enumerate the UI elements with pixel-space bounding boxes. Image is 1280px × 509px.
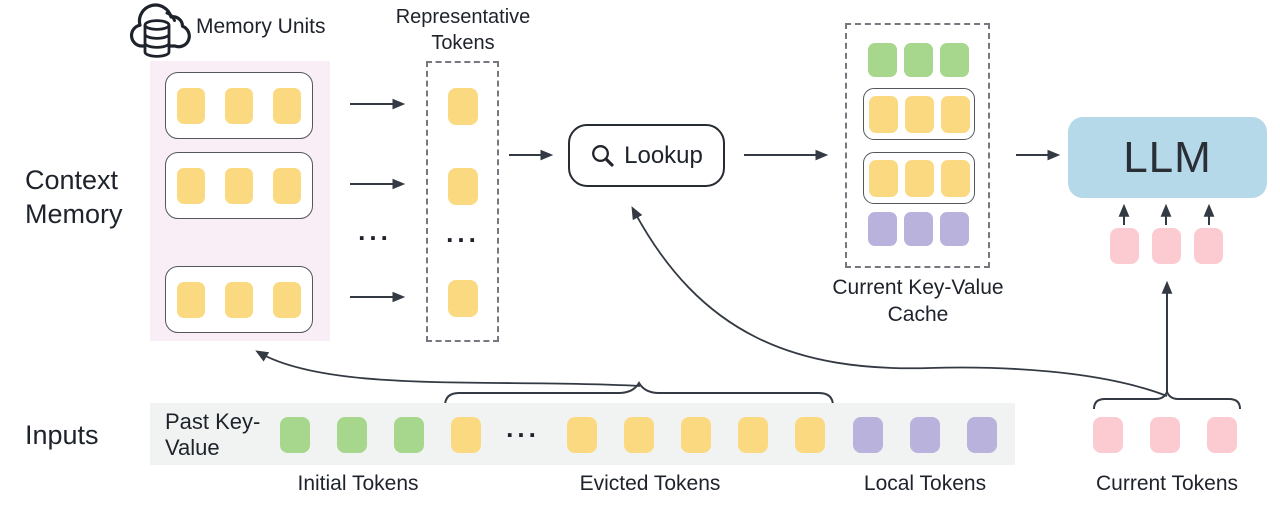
representative-tokens-box: ... [426, 61, 499, 342]
cache-memory-unit [863, 152, 975, 204]
current-tokens-label: Current Tokens [1095, 472, 1239, 495]
cache-memory-unit [863, 88, 975, 140]
yellow-token [904, 95, 934, 133]
yellow-token [681, 417, 711, 453]
representative-token [448, 88, 478, 125]
yellow-token [273, 167, 301, 204]
purple-token [853, 417, 883, 453]
green-token [868, 43, 897, 77]
initial-tokens-label: Initial Tokens [297, 472, 419, 495]
evicted-tokens-label: Evicted Tokens [579, 472, 721, 495]
yellow-token [448, 280, 478, 317]
llm-box: LLM [1068, 117, 1267, 198]
green-token [280, 417, 310, 453]
memory-unit [165, 266, 313, 333]
yellow-token [177, 167, 205, 204]
purple-token [967, 417, 997, 453]
yellow-token [177, 87, 205, 124]
yellow-token [868, 159, 898, 197]
strip-ellipsis: ... [506, 413, 540, 443]
initial-tokens-group [280, 417, 424, 453]
database-cylinder [143, 19, 171, 58]
memory-units-label: Memory Units [196, 15, 326, 38]
purple-token [868, 212, 897, 246]
current-kv-cache-label: Current Key-Value Cache [832, 276, 1004, 326]
yellow-token [177, 281, 205, 318]
pink-token [1152, 228, 1181, 264]
green-token [904, 43, 933, 77]
cache-local-row [868, 212, 969, 246]
purple-token [910, 417, 940, 453]
search-icon [592, 145, 614, 167]
yellow-token [451, 417, 481, 453]
yellow-token [940, 95, 970, 133]
representative-token [448, 168, 478, 205]
pink-token [1207, 417, 1237, 453]
llm-label: LLM [1123, 132, 1212, 182]
memory-unit [165, 72, 313, 139]
inputs-label: Inputs [25, 420, 99, 450]
lookup-label: Lookup [624, 141, 703, 169]
yellow-token [868, 95, 898, 133]
local-tokens-group [853, 417, 997, 453]
green-token [337, 417, 367, 453]
past-key-value-label: Past Key-Value [165, 409, 261, 460]
cloud-outline [129, 3, 191, 49]
evicted-first-token [451, 417, 481, 453]
yellow-token [738, 417, 768, 453]
past-kv-strip: Past Key-Value ... [150, 403, 1015, 465]
yellow-token [624, 417, 654, 453]
purple-token [940, 212, 969, 246]
memory-cloud-icon [129, 3, 191, 58]
pink-token [1150, 417, 1180, 453]
brace-current-tokens [1093, 389, 1241, 410]
representative-ellipsis: ... [446, 218, 480, 248]
lookup-button: Lookup [568, 124, 725, 187]
cache-initial-row [868, 43, 969, 77]
green-token [940, 43, 969, 77]
pink-token [1110, 228, 1139, 264]
representative-token [448, 280, 478, 317]
yellow-token [567, 417, 597, 453]
llm-input-tokens [1110, 228, 1223, 264]
yellow-token [225, 167, 253, 204]
current-tokens-group [1093, 417, 1237, 453]
mid-ellipsis: ... [358, 216, 392, 246]
memory-unit [165, 152, 313, 219]
curve-evicted-to-memory [255, 350, 641, 387]
evicted-tokens-group [567, 417, 825, 453]
local-tokens-label: Local Tokens [863, 472, 987, 495]
pink-token [1093, 417, 1123, 453]
green-token [394, 417, 424, 453]
yellow-token [448, 88, 478, 125]
context-memory-panel: ... [150, 61, 330, 341]
yellow-token [795, 417, 825, 453]
yellow-token [448, 168, 478, 205]
yellow-token [273, 281, 301, 318]
yellow-token [904, 159, 934, 197]
purple-token [904, 212, 933, 246]
yellow-token [940, 159, 970, 197]
yellow-token [225, 281, 253, 318]
pink-token [1194, 228, 1223, 264]
yellow-token [273, 87, 301, 124]
yellow-token [225, 87, 253, 124]
representative-tokens-label: Representative Tokens [395, 6, 531, 54]
cloud-inner-arc [165, 11, 176, 22]
current-kv-cache-box [845, 23, 990, 268]
context-memory-label: Context Memory [25, 165, 123, 229]
